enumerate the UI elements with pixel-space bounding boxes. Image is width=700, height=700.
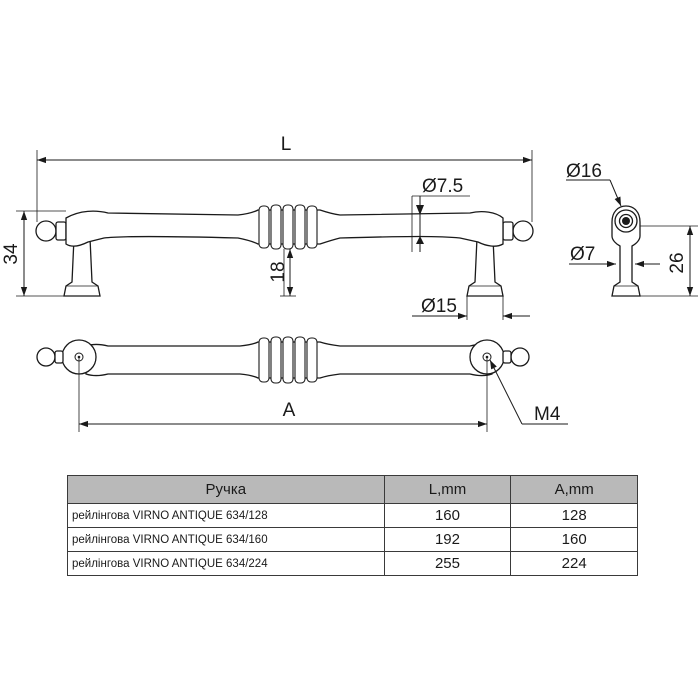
row-name: рейлінгова VIRNO ANTIQUE 634/128 <box>67 503 385 528</box>
row-length: 255 <box>383 551 512 576</box>
column-header-name: Ручка <box>67 475 385 504</box>
dim-side-height-label: 26 <box>667 252 688 273</box>
row-length: 192 <box>383 527 512 552</box>
spec-table: Ручка L,mm A,mm рейлінгова VIRNO ANTIQUE… <box>67 475 638 576</box>
dim-hole-spacing-label: A <box>283 400 296 421</box>
dim-height-bar-label: 18 <box>268 261 289 282</box>
table-row: рейлінгова VIRNO ANTIQUE 634/128 160 128 <box>67 503 638 528</box>
row-name: рейлінгова VIRNO ANTIQUE 634/160 <box>67 527 385 552</box>
table-row: рейлінгова VIRNO ANTIQUE 634/224 255 224 <box>67 551 638 576</box>
row-spacing: 224 <box>510 551 638 576</box>
dim-foot-diameter-label: Ø15 <box>421 296 457 317</box>
front-view <box>35 204 534 297</box>
dim-knob-diameter-label: Ø16 <box>566 161 602 182</box>
technical-drawing: L 34 18 Ø7.5 Ø15 Ø16 Ø7 26 <box>1 134 698 432</box>
dim-post-diameter-label: Ø7 <box>570 244 595 265</box>
row-spacing: 128 <box>510 503 638 528</box>
table-row: рейлінгова VIRNO ANTIQUE 634/160 192 160 <box>67 527 638 552</box>
column-header-spacing: A,mm <box>510 475 638 504</box>
dim-thread-label: M4 <box>534 404 561 425</box>
row-length: 160 <box>383 503 512 528</box>
dim-bar-diameter-label: Ø7.5 <box>422 176 463 197</box>
row-name: рейлінгова VIRNO ANTIQUE 634/224 <box>67 551 385 576</box>
dim-height-total-label: 34 <box>1 243 22 265</box>
row-spacing: 160 <box>510 527 638 552</box>
top-view <box>36 336 530 384</box>
column-header-length: L,mm <box>383 475 512 504</box>
side-view <box>611 205 641 297</box>
dim-length-label: L <box>281 134 292 155</box>
table-header-row: Ручка L,mm A,mm <box>67 475 638 504</box>
